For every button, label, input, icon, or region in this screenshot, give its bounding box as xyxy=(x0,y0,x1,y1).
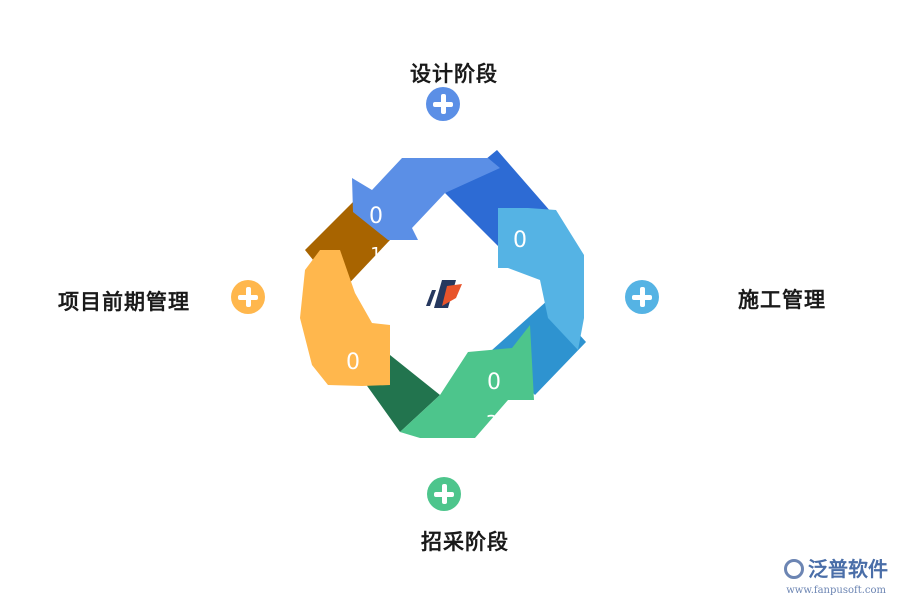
stage-label-preliminary: 项目前期管理 xyxy=(58,290,190,314)
brand-logo-icon xyxy=(784,559,804,579)
top-arrow xyxy=(352,158,500,240)
brand-url: www.fanpusoft.com xyxy=(786,585,886,596)
left-arrow-number: 0 xyxy=(346,350,360,375)
bottom-arrow-number: 0 xyxy=(487,370,501,395)
bottom-arrow xyxy=(400,325,534,438)
add-preliminary-button[interactable] xyxy=(231,280,265,314)
bottom-arrow-number-2: 3 xyxy=(485,411,499,435)
right-arrow xyxy=(498,208,584,350)
center-logo-icon xyxy=(426,280,462,308)
add-procurement-button[interactable] xyxy=(427,477,461,511)
stage-label-construction: 施工管理 xyxy=(738,288,826,312)
right-arrow-number: 0 xyxy=(513,228,527,253)
brand-name: 泛普软件 xyxy=(808,557,888,581)
top-arrow-number: 0 xyxy=(369,204,383,229)
top-arrow-number-2: 1 xyxy=(370,244,382,265)
add-design-button[interactable] xyxy=(426,87,460,121)
stage-label-procurement: 招采阶段 xyxy=(421,530,509,554)
left-arrow xyxy=(300,250,390,386)
stage-label-design: 设计阶段 xyxy=(410,62,498,86)
brand-watermark: 泛普软件 xyxy=(784,553,888,582)
add-construction-button[interactable] xyxy=(625,280,659,314)
